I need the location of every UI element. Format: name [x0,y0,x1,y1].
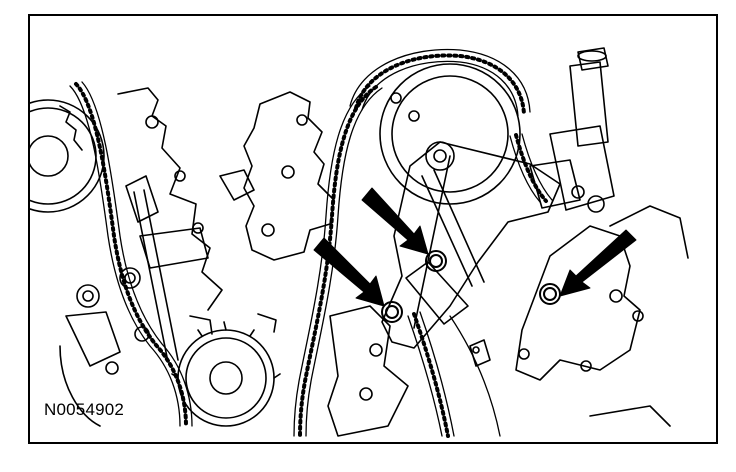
arrow-to-upper-bolt [361,187,429,255]
lower-left-parts [59,267,150,427]
callout-arrows [313,187,637,307]
center-plate [219,91,335,261]
camshaft-sprocket [349,48,553,205]
chain-tensioner [529,47,615,213]
figure-id-label: N0054902 [44,400,125,419]
tensioner-bracket [381,141,561,349]
bolt-upper [425,250,447,272]
arrow-to-right-bolt [559,229,637,297]
arrow-to-lower-bolt [313,237,385,307]
left-bracket [117,87,223,363]
lower-center-plate [327,305,491,437]
engine-timing-illustration [30,47,689,438]
crankshaft-sprocket [171,313,281,427]
right-lower-chain [407,311,501,438]
illustration-frame: N0054902 [28,14,718,444]
center-timing-chain [293,85,383,438]
bolt-right [539,283,561,305]
bolt-lower [381,301,403,323]
right-housing [515,205,689,427]
